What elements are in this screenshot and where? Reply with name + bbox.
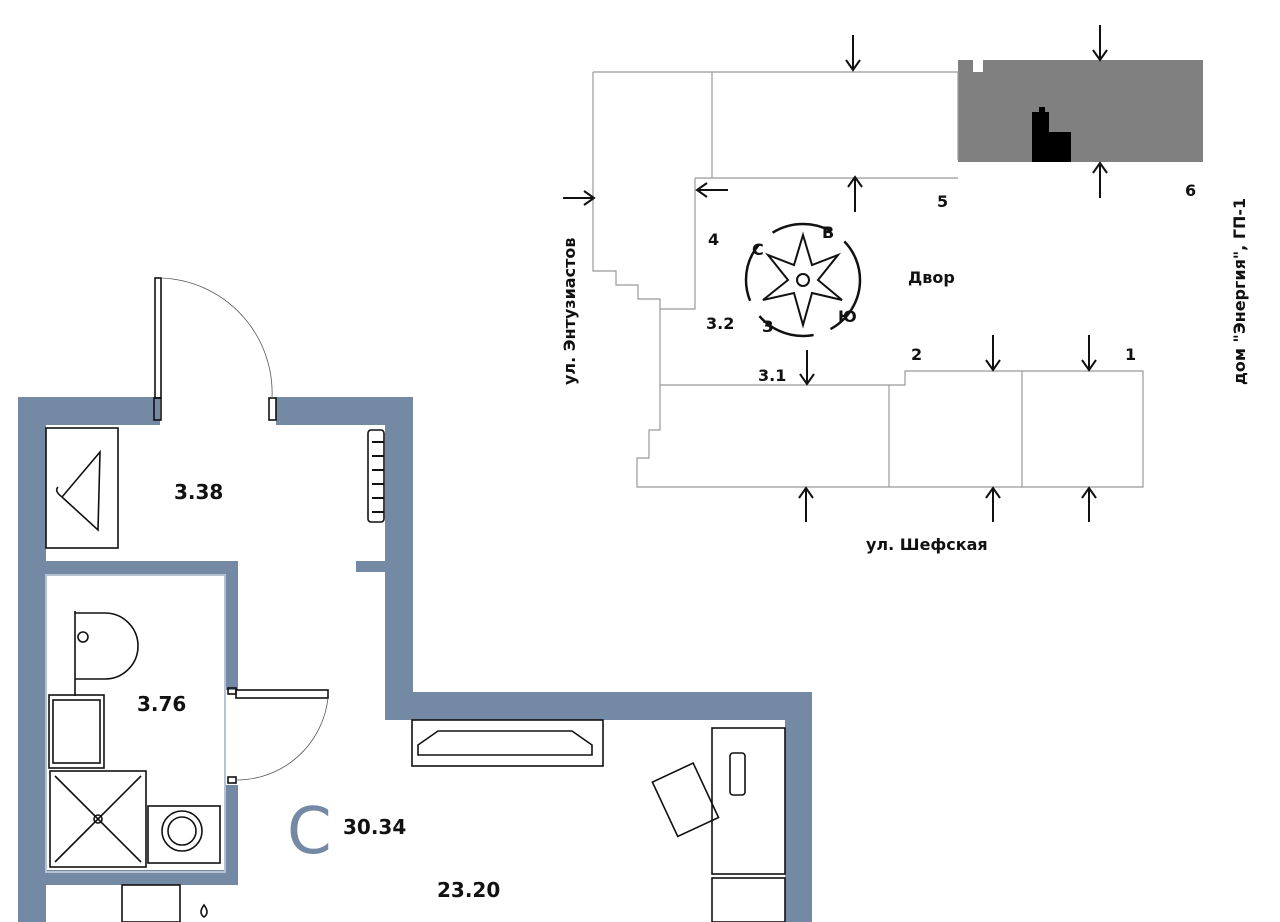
- kitchen-stove: [411, 719, 604, 767]
- compass-west: З: [762, 317, 773, 336]
- section-label-3-2: 3.2: [706, 314, 734, 333]
- washing-machine-icon: [147, 805, 221, 864]
- bottom-cabinet: [121, 884, 208, 922]
- walls: [18, 397, 812, 922]
- section-label-6: 6: [1185, 181, 1196, 200]
- section-label-1: 1: [1125, 345, 1136, 364]
- sink-icon: [48, 694, 105, 769]
- section-label-2: 2: [911, 345, 922, 364]
- building-outline-bottom: [636, 370, 1144, 488]
- bathroom-door[interactable]: [227, 687, 329, 784]
- shower-icon: [49, 770, 147, 868]
- street-label-bottom: ул. Шефская: [866, 535, 988, 554]
- desk-with-chair: [651, 727, 786, 922]
- living-area-label: 23.20: [437, 878, 500, 902]
- site-plan: С В Ю З 1 2 3.1 3.2 4 5 6 Двор ул. Шефск…: [560, 25, 1249, 554]
- hanger-icon: [55, 449, 101, 532]
- compass-north: С: [752, 240, 764, 259]
- building-outline-top: [592, 71, 959, 385]
- water-drop-icon: [200, 903, 208, 918]
- compass-east: В: [822, 223, 834, 242]
- radiator: [367, 429, 385, 523]
- total-area-label: 30.34: [343, 815, 406, 839]
- entrance-door[interactable]: [153, 277, 277, 421]
- highlighted-building: [958, 60, 1203, 162]
- compass-south: Ю: [838, 307, 857, 326]
- building-marker-icon: [1032, 107, 1071, 162]
- hallway-area-label: 3.38: [174, 480, 223, 504]
- entrance-arrows: [563, 25, 1108, 522]
- apartment-type-letter: С: [287, 795, 332, 869]
- courtyard-label: Двор: [908, 268, 955, 287]
- bathroom-area-label: 3.76: [137, 692, 186, 716]
- neighbor-building-label: дом "Энергия", ГП-1: [1230, 198, 1249, 385]
- section-label-4: 4: [708, 230, 719, 249]
- street-label-left: ул. Энтузиастов: [560, 238, 579, 385]
- wardrobe: [45, 427, 119, 549]
- section-label-5: 5: [937, 192, 948, 211]
- apartment-floor-plan: 3.38 3.76 С 30.34 23.20: [18, 277, 812, 922]
- section-label-3-1: 3.1: [758, 366, 786, 385]
- bathroom-fixtures: [45, 574, 226, 873]
- compass-icon: С В Ю З: [744, 222, 862, 338]
- toilet-icon: [74, 611, 139, 696]
